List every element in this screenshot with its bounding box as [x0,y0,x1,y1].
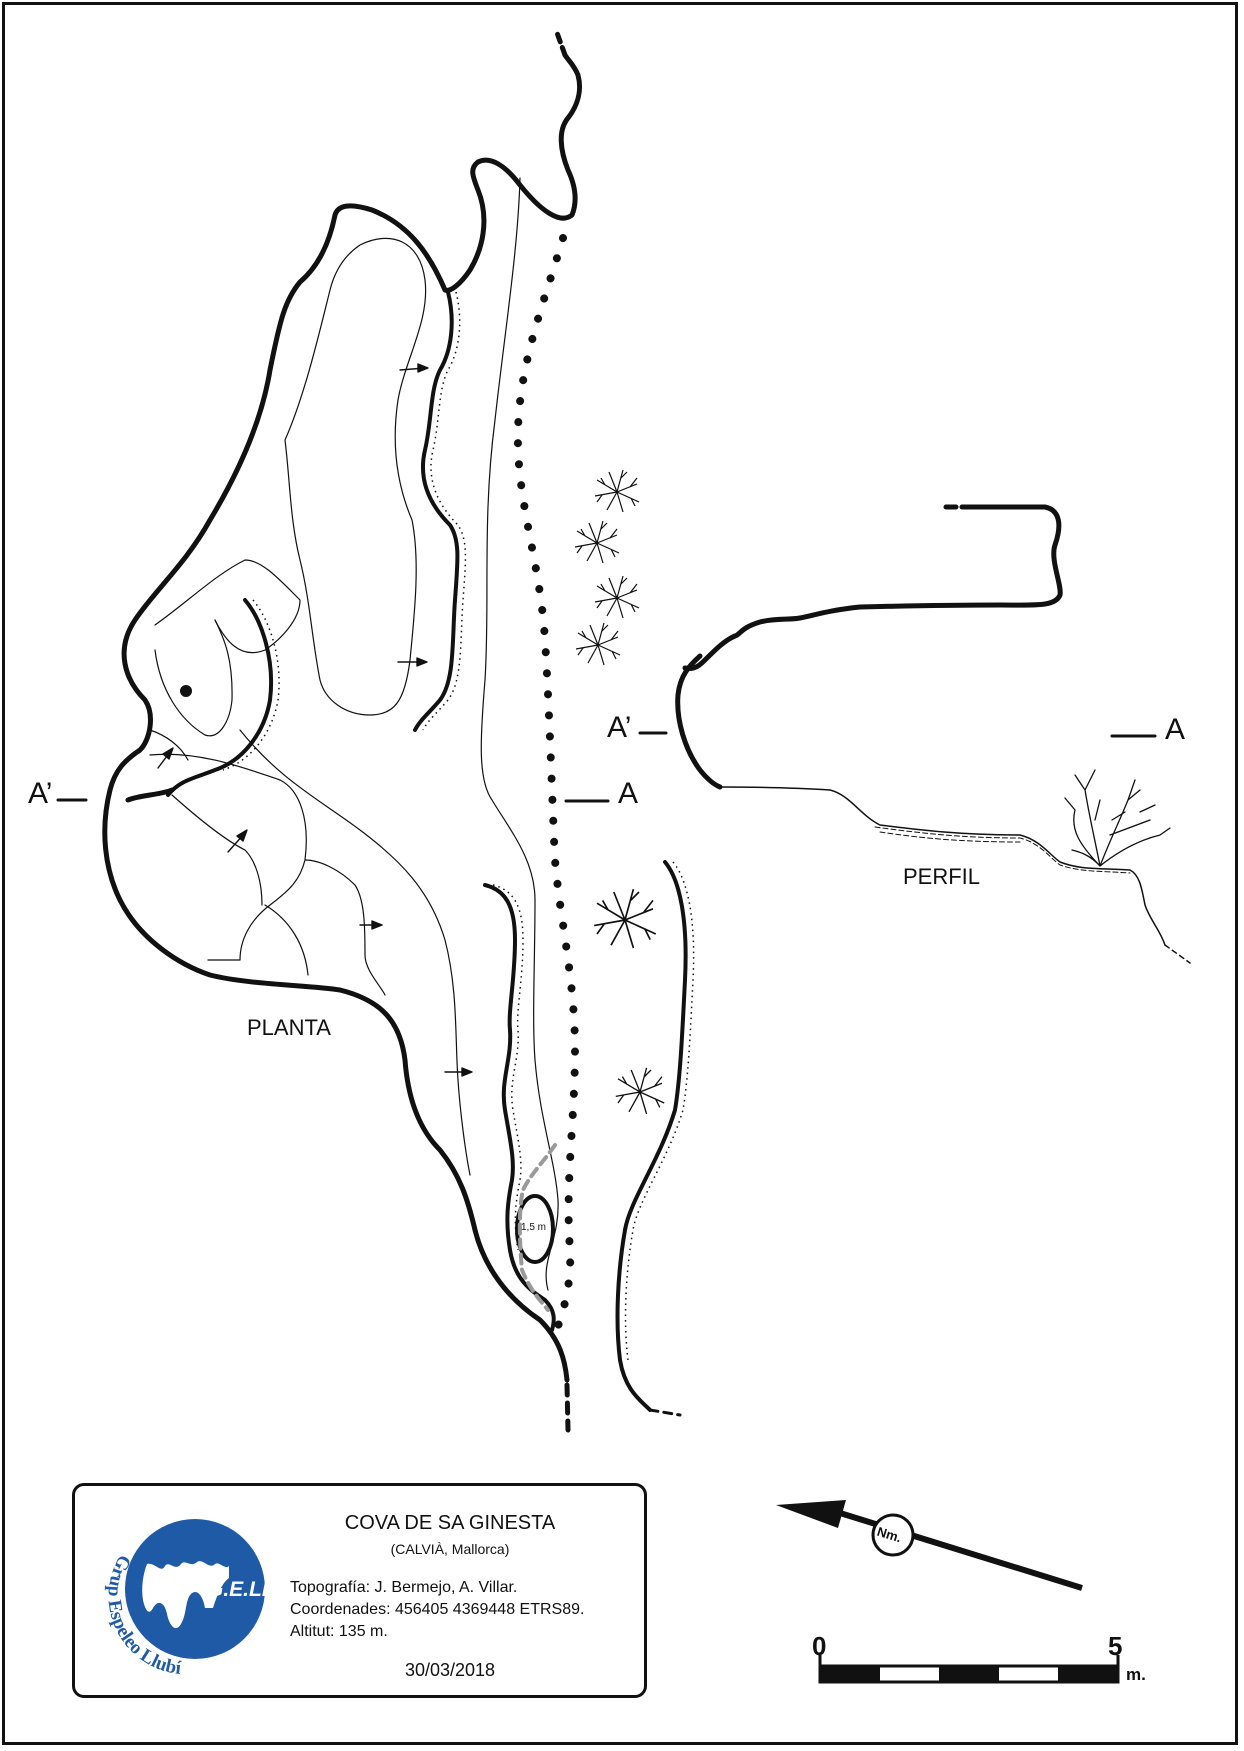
plan-floor-contours [149,177,559,1291]
logo-initials: G.E.LL. [207,1578,275,1601]
plan-lower-inner-wall [483,883,556,1332]
altitude: Altitut: 135 m. [290,1623,388,1640]
scale-segment-5 [1058,1666,1118,1682]
scale-end-label: 5 [1108,1631,1123,1661]
profile-ceiling [682,504,1063,671]
profile-view [638,504,1191,964]
profile-section-label-left: A’ [607,711,632,744]
plan-upper-wall [475,52,583,221]
plan-view [56,27,695,1433]
plan-section-label-right: A [618,777,639,810]
plan-label: PLANTA [247,1015,331,1040]
plan-east-continuation [648,1408,682,1417]
profile-entrance-wall [675,653,723,790]
profile-bush [1064,769,1171,867]
topography-credit: Topografía: J. Bermejo, A. Villar. [290,1579,518,1596]
shaft-depth-label: 1,5 m [521,1222,547,1233]
plan-east-wall [615,860,688,1412]
vegetation-symbols [574,469,665,1115]
north-arrow [776,1500,1083,1591]
plan-upper-continuation [553,27,568,58]
plan-spur-wall [166,598,274,797]
scale-unit-label: m. [1126,1665,1146,1684]
title-block: G.E.LL. Grup Espeleo Llubí COVA DE SA GI… [72,1483,647,1698]
profile-floor [719,786,1166,946]
cave-location: (CALVIÀ, Mallorca) [390,1541,510,1557]
scale-segment-1 [820,1666,880,1682]
survey-date: 30/03/2018 [404,1660,496,1680]
scale-start-label: 0 [812,1631,827,1661]
profile-floor-sediment [874,826,1131,874]
profile-floor-continuation [1164,944,1191,964]
plan-entrance-lip [125,787,175,803]
logo-cave-silhouette [142,1561,229,1629]
north-arrow-head [776,1500,846,1528]
plan-south-continuation [564,1382,571,1433]
profile-label: PERFIL [903,864,981,889]
plan-chamber-east-wall [413,290,460,732]
coordinates: Coordenades: 456405 4369448 ETRS89. [290,1601,585,1618]
plan-dripline [513,234,579,1339]
plan-shaft [515,1194,555,1264]
plan-dip-arrows [157,363,473,1077]
cave-title: COVA DE SA GINESTA [344,1512,556,1534]
plan-spur-hatch [222,599,280,771]
plan-station-dot [180,685,192,697]
scale-bar [818,1655,1120,1684]
plan-east-hatch [624,861,695,1361]
plan-section-label-left: A’ [28,777,53,810]
plan-outer-wall [102,159,570,1383]
north-arrow-badge [871,1513,915,1557]
scale-segment-3 [939,1666,999,1682]
plan-chamber-east-hatch [422,291,467,731]
club-logo: G.E.LL. Grup Espeleo Llubí [95,1504,281,1684]
profile-section-label-right: A [1165,713,1186,746]
plan-ledge [517,1143,557,1312]
